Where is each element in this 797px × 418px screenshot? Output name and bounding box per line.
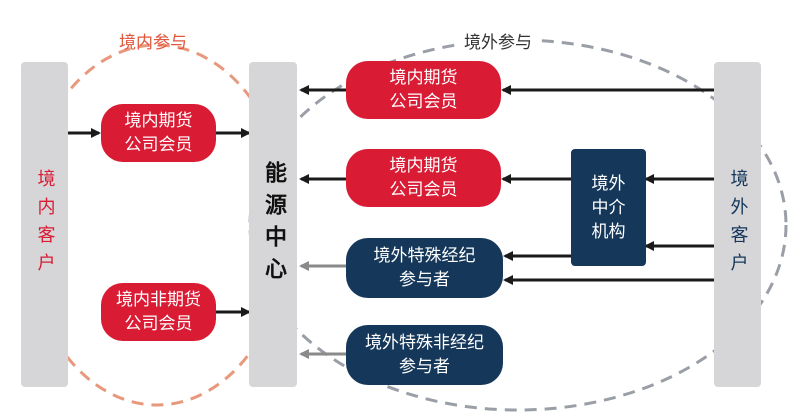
overseas-participation-ellipse [248, 38, 788, 412]
energy-center-label: 能源中心 [261, 160, 286, 289]
overseas-special-broker-box: 境外特殊经纪 参与者 [346, 238, 503, 298]
overseas-intermediary-box: 境外 中介 机构 [571, 149, 646, 266]
energy-center-pillar: 能源中心 [249, 62, 297, 387]
overseas-special-non-broker-box: 境外特殊非经纪 参与者 [346, 325, 503, 385]
domestic-non-futures-member-box: 境内非期货 公司会员 [101, 283, 216, 341]
right-futures-member-mid-box: 境内期货 公司会员 [346, 149, 501, 207]
domestic-clients-label: 境内客户 [34, 168, 56, 281]
overseas-clients-label: 境外客户 [727, 168, 749, 281]
overseas-clients-pillar: 境外客户 [714, 62, 761, 387]
overseas-participation-label: 境外参与 [461, 28, 535, 53]
domestic-participation-label: 境内参与 [119, 33, 187, 53]
right-futures-member-top-box: 境内期货 公司会员 [346, 61, 501, 119]
domestic-clients-pillar: 境内客户 [21, 62, 68, 387]
domestic-futures-member-box: 境内期货 公司会员 [101, 104, 216, 162]
